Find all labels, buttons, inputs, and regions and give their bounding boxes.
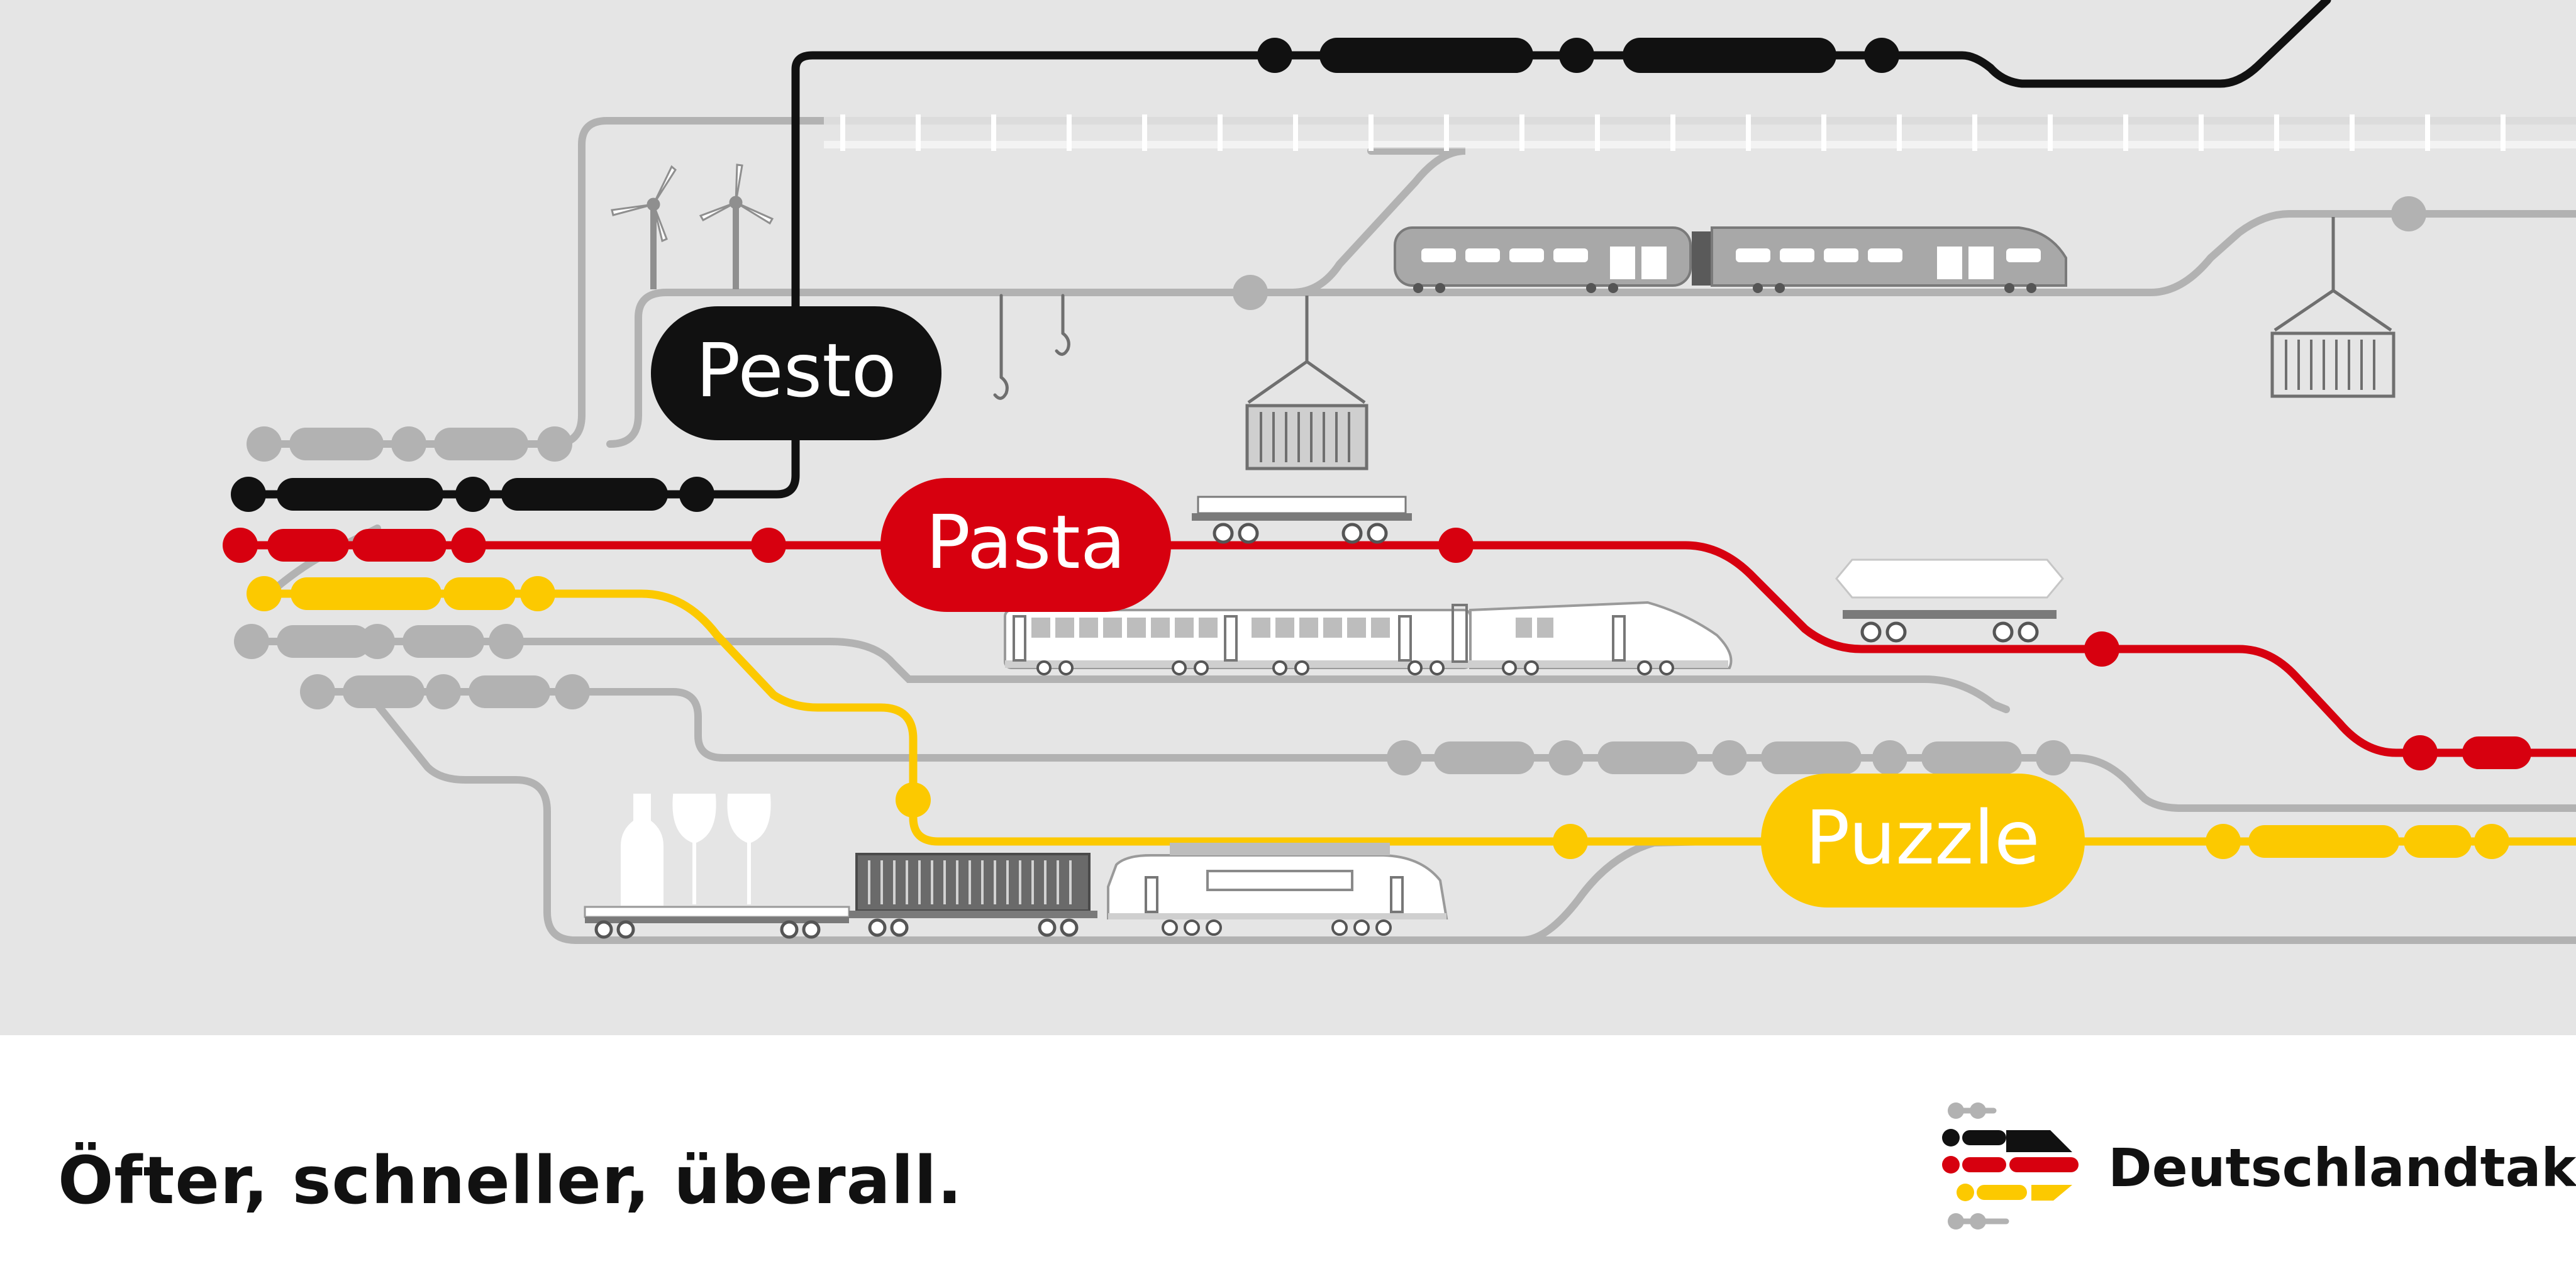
red-line xyxy=(223,528,2576,770)
wind-turbine-icon xyxy=(611,164,774,289)
freight-wagon-icon xyxy=(1192,496,1412,544)
slogan: Öfter, schneller, überall. xyxy=(58,1142,963,1219)
brand-lockup: Deutschlandtakt xyxy=(1937,1097,2576,1235)
electric-locomotive-icon xyxy=(1107,843,1448,936)
bottle-icon xyxy=(621,794,663,906)
shipping-container-icon xyxy=(2270,217,2396,398)
high-speed-train-icon xyxy=(1004,601,1733,675)
pesto-pill: Pesto xyxy=(651,306,941,440)
black-line xyxy=(231,0,2331,512)
rail-network-illustration: Pesto Pasta Puzzle xyxy=(0,0,2576,1035)
deutschlandtakt-logo-icon xyxy=(1942,1102,2079,1230)
brand-name: Deutschlandtakt xyxy=(2108,1137,2576,1199)
pesto-label: Pesto xyxy=(696,327,897,414)
gray-stations xyxy=(234,196,2426,775)
pasta-pill: Pasta xyxy=(880,478,1171,612)
shipping-container-icon xyxy=(849,853,1097,937)
footer: Öfter, schneller, überall. Deutschla xyxy=(0,1035,2576,1288)
shipping-container-icon xyxy=(1245,296,1368,470)
crane-hook-icon xyxy=(993,294,1070,400)
double-deck-train-icon xyxy=(1394,226,2067,293)
freight-wagon-icon xyxy=(1835,558,2064,643)
pasta-label: Pasta xyxy=(926,499,1126,586)
puzzle-pill: Puzzle xyxy=(1761,774,2085,908)
puzzle-label: Puzzle xyxy=(1805,794,2040,881)
yellow-line xyxy=(247,576,2576,859)
rail-track xyxy=(824,114,2576,151)
wine-glass-icon xyxy=(672,794,771,904)
